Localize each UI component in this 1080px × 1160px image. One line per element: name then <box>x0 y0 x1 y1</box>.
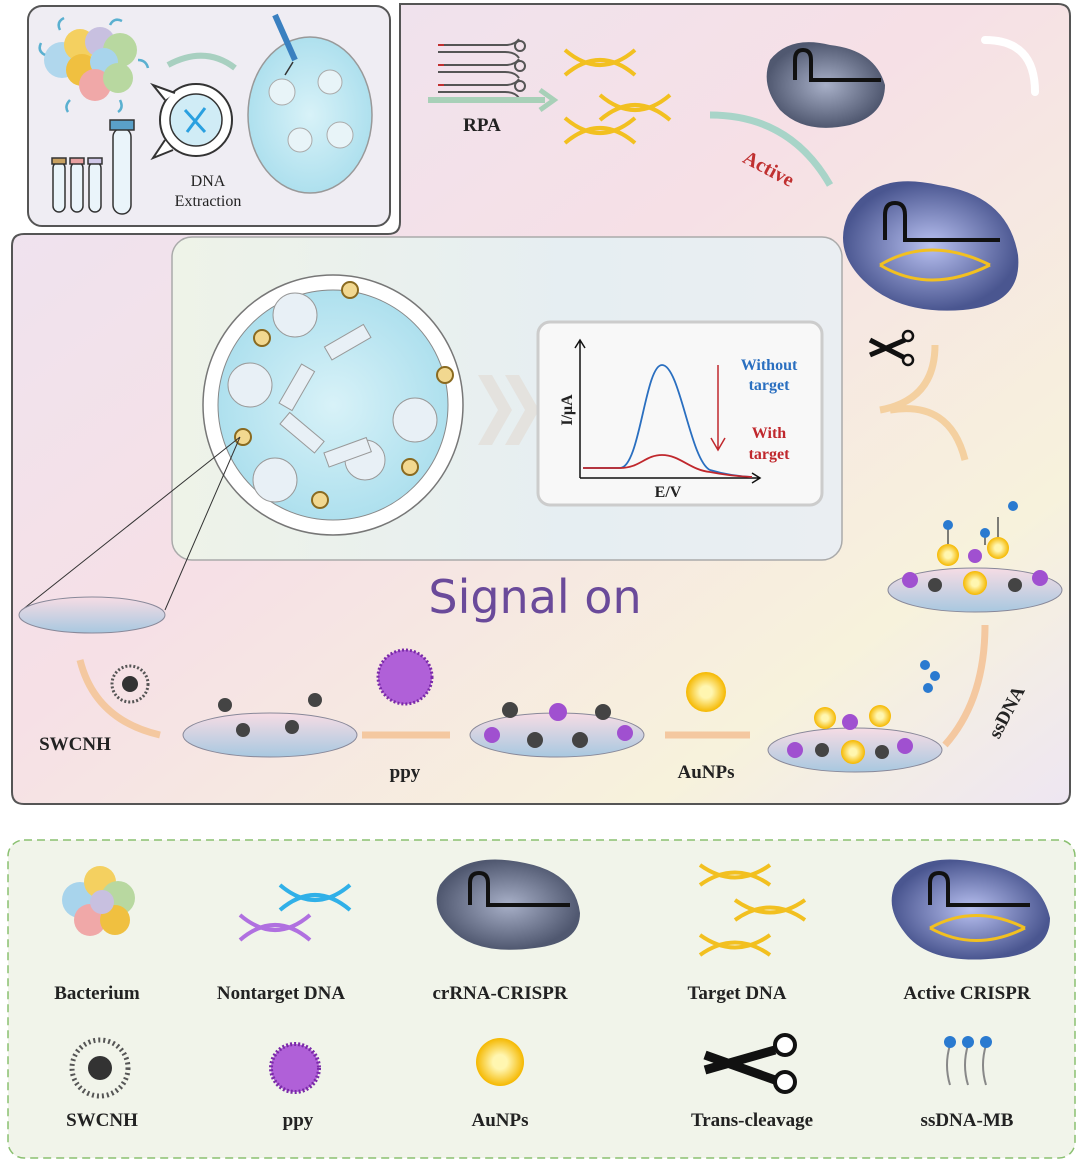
decrease-arrow <box>710 365 726 452</box>
swcnh-label: SWCNH <box>39 734 111 755</box>
aunps-label: AuNPs <box>677 762 734 783</box>
plot-ylabel: I/μA <box>559 394 576 426</box>
plot-axes <box>574 338 762 484</box>
legend-swcnh-icon <box>69 1037 131 1099</box>
dna-bubble-icon <box>149 82 233 161</box>
ssdna-mb-small-icon <box>920 660 940 693</box>
swcnh-icon <box>110 664 150 704</box>
swcnh-arrow <box>76 659 161 739</box>
with-target-label: With <box>752 425 786 442</box>
legend-label-crrna-crispr: crRNA-CRISPR <box>432 983 567 1004</box>
return-arrow <box>879 344 969 461</box>
legend-label-ssdna-mb: ssDNA-MB <box>921 1110 1014 1131</box>
bacterium-icon <box>38 16 150 114</box>
chevron-arrows <box>478 375 539 445</box>
target-dna-icon <box>563 48 672 145</box>
ppy-icon <box>376 648 434 706</box>
ssdna-arrow <box>942 624 989 748</box>
electrode-large-icon <box>202 274 464 536</box>
with-target-curve <box>583 454 753 478</box>
corner-arc <box>981 36 1039 96</box>
legend-label-aunps: AuNPs <box>471 1110 528 1131</box>
without-target-label-2: target <box>749 377 791 394</box>
legend-label-trans-cleavage: Trans-cleavage <box>691 1110 813 1131</box>
rpa-label: RPA <box>463 115 501 136</box>
legend-bacterium-icon <box>62 866 135 936</box>
test-tubes-icon <box>51 119 135 215</box>
legend-label-active-crispr: Active CRISPR <box>903 983 1030 1004</box>
legend-aunps-icon <box>476 1038 524 1086</box>
without-target-label: Without <box>741 357 798 374</box>
legend-active-crispr-icon <box>891 859 1050 960</box>
electrode-disk-1 <box>18 596 166 634</box>
legend-label-target-dna: Target DNA <box>687 983 786 1004</box>
legend-label-nontarget-dna: Nontarget DNA <box>217 983 346 1004</box>
aunps-icon <box>686 672 726 712</box>
with-target-label-2: target <box>749 446 791 463</box>
without-target-curve <box>583 364 753 478</box>
crrna-crispr-icon <box>766 42 885 128</box>
legend-ppy-icon <box>269 1042 321 1094</box>
legend-ssdna-mb-icon <box>944 1036 992 1086</box>
legend-scissors-icon <box>703 1033 797 1094</box>
active-arrow <box>709 111 834 187</box>
zoom-lines <box>21 436 241 611</box>
signal-on-label: Signal on <box>428 570 641 624</box>
scissors-icon <box>868 329 915 367</box>
legend-label-ppy: ppy <box>283 1110 314 1131</box>
legend-crrna-crispr-icon <box>436 859 580 950</box>
legend-target-dna-icon <box>698 863 807 957</box>
electrode-disk-2 <box>182 712 358 758</box>
dna-extraction-label-2: Extraction <box>175 193 242 210</box>
active-crispr-icon <box>843 181 1019 311</box>
ppy-label: ppy <box>390 762 421 783</box>
dna-extraction-label: DNA <box>191 173 226 190</box>
arrow-icon <box>166 52 237 71</box>
primer-icon <box>438 38 526 99</box>
legend-nontarget-dna-icon <box>238 883 352 942</box>
legend-label-swcnh: SWCNH <box>66 1110 138 1131</box>
electrode-small-icon <box>247 13 373 194</box>
plot-panel <box>536 320 824 507</box>
plot-xlabel: E/V <box>655 484 682 501</box>
legend-label-bacterium: Bacterium <box>54 983 140 1004</box>
